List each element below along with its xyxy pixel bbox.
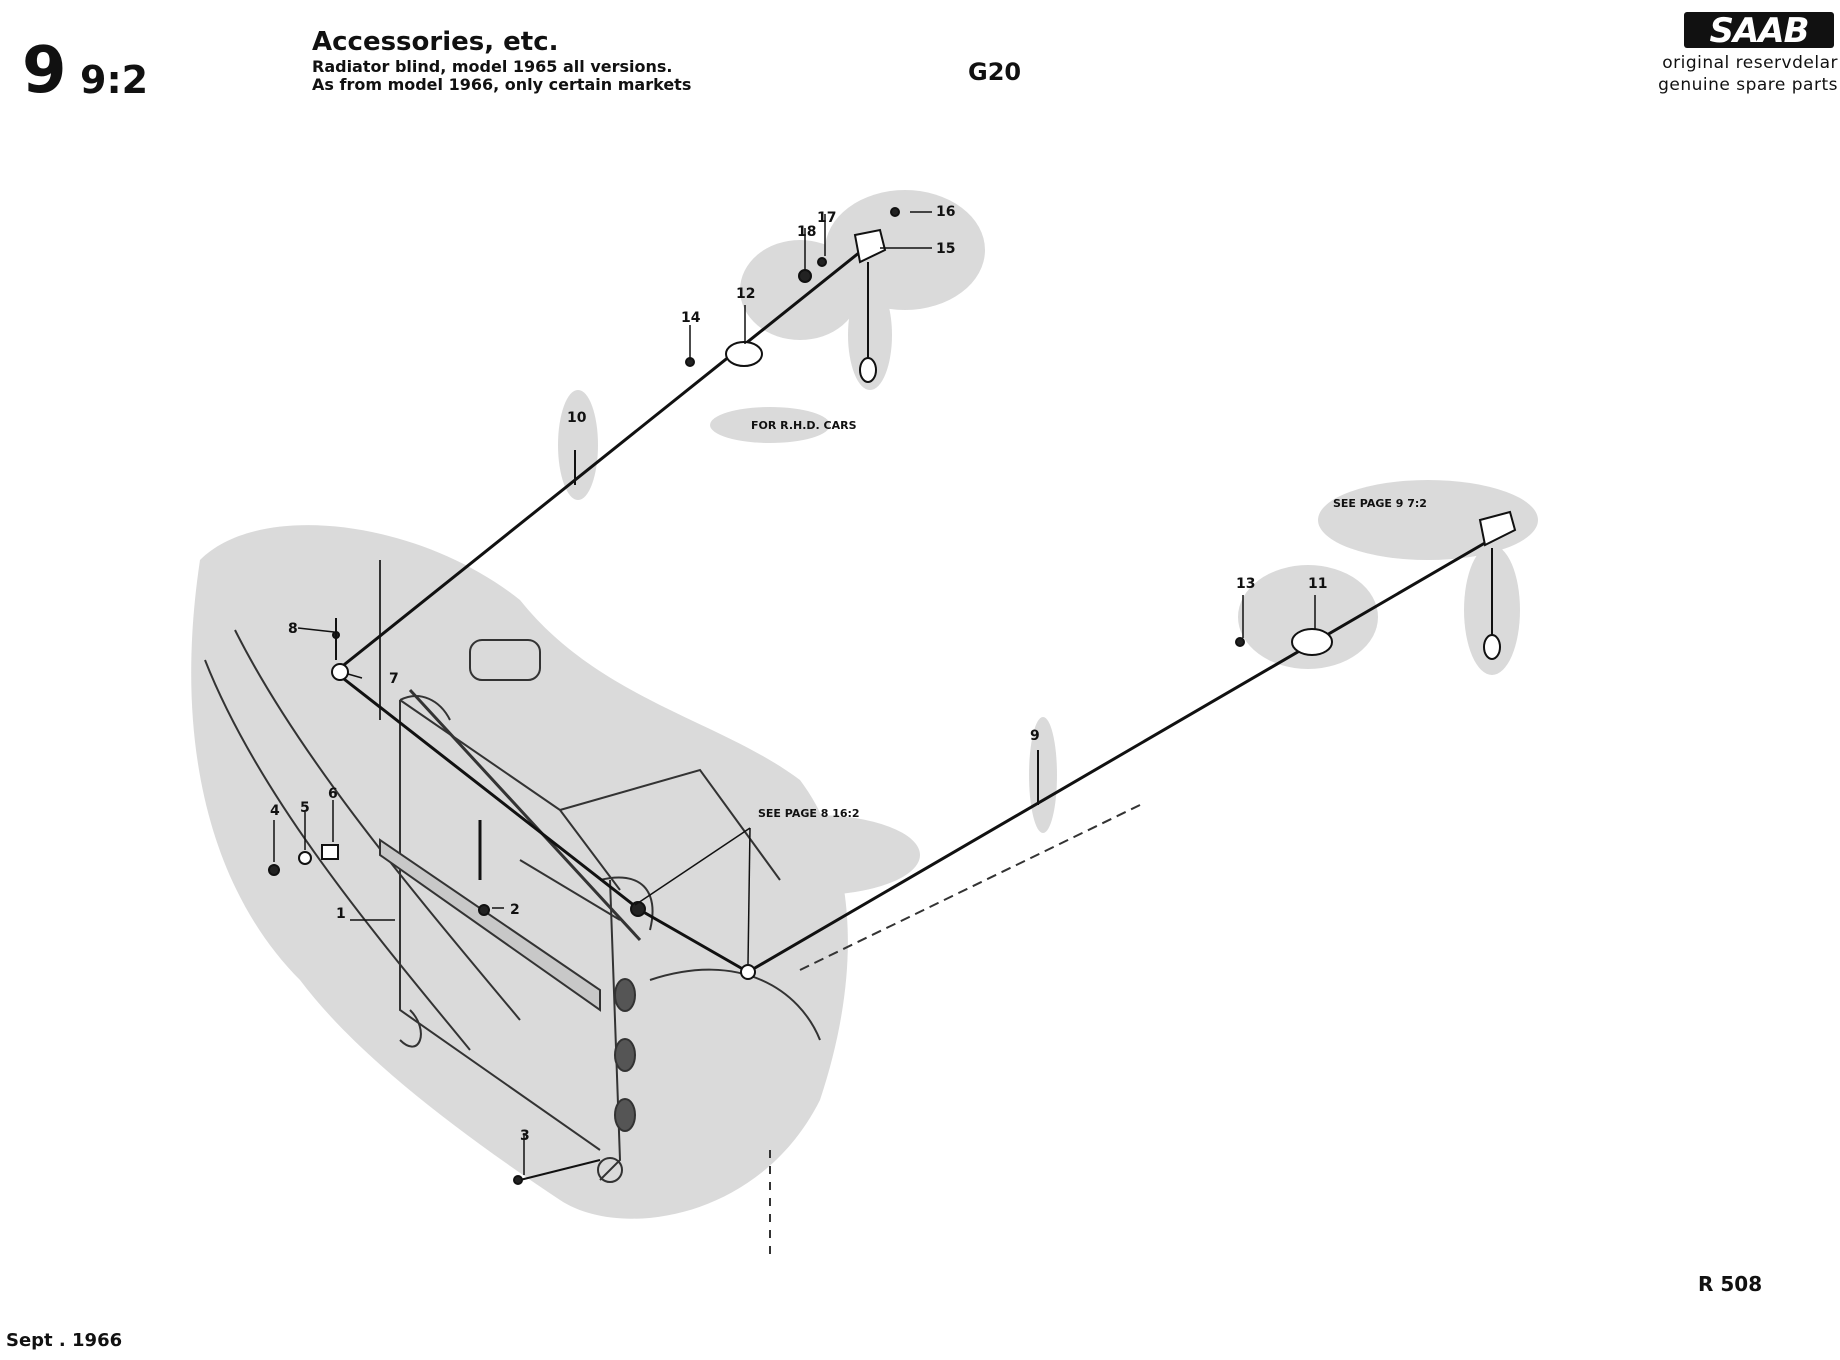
tagline-english: genuine spare parts [1658,75,1838,96]
page-code: G20 [968,58,1022,86]
brand-block: SAAB original reservdelar genuine spare … [1578,8,1840,96]
rhd-note: FOR R.H.D. CARS [751,419,857,432]
title-block: Accessories, etc. Radiator blind, model … [312,27,692,95]
part-17-label: 17 [817,210,836,226]
part-4-label: 4 [270,803,280,819]
publication-date: Sept . 1966 [6,1330,123,1351]
logo-text: SAAB [1709,11,1808,51]
saab-logo: SAAB [1684,11,1834,51]
part-1-label: 1 [336,906,346,922]
part-2-label: 2 [510,902,520,918]
part-6-label: 6 [328,786,338,802]
subsection-number: 9:2 [80,58,149,102]
part-9-label: 9 [1030,728,1040,744]
part-16-label: 16 [936,204,955,220]
page-title: Accessories, etc. [312,27,559,57]
tagline-swedish: original reservdelar [1662,53,1838,73]
part-11-label: 11 [1308,576,1327,592]
part-5-label: 5 [300,800,310,816]
fasteners [268,207,1517,1185]
leader-lines [273,211,1316,1175]
reference-notes: FOR R.H.D. CARS SEE PAGE 9 7:2 SEE PAGE … [751,419,1427,820]
part-callouts: 1 2 3 4 5 6 7 8 9 10 11 12 13 14 15 16 1… [270,204,1327,1144]
part-13-label: 13 [1236,576,1255,592]
part-10-label: 10 [567,410,587,426]
drawing-code: R 508 [1698,1272,1763,1296]
part-14-label: 14 [681,310,701,326]
page-subtitle-2: As from model 1966, only certain markets [312,75,692,95]
section-number: 9 [22,34,67,108]
shading-backgrounds [191,190,1538,1219]
see-page-8-16-2-note: SEE PAGE 8 16:2 [758,807,860,820]
see-page-9-7-2-note: SEE PAGE 9 7:2 [1333,497,1427,510]
part-18-label: 18 [797,224,816,240]
radiator-assembly [204,560,1141,1260]
part-7-label: 7 [389,671,399,687]
part-8-label: 8 [288,621,298,637]
part-3-label: 3 [520,1128,530,1144]
page-subtitle-1: Radiator blind, model 1965 all versions. [312,56,673,76]
part-12-label: 12 [736,286,755,302]
part-15-label: 15 [936,241,955,257]
